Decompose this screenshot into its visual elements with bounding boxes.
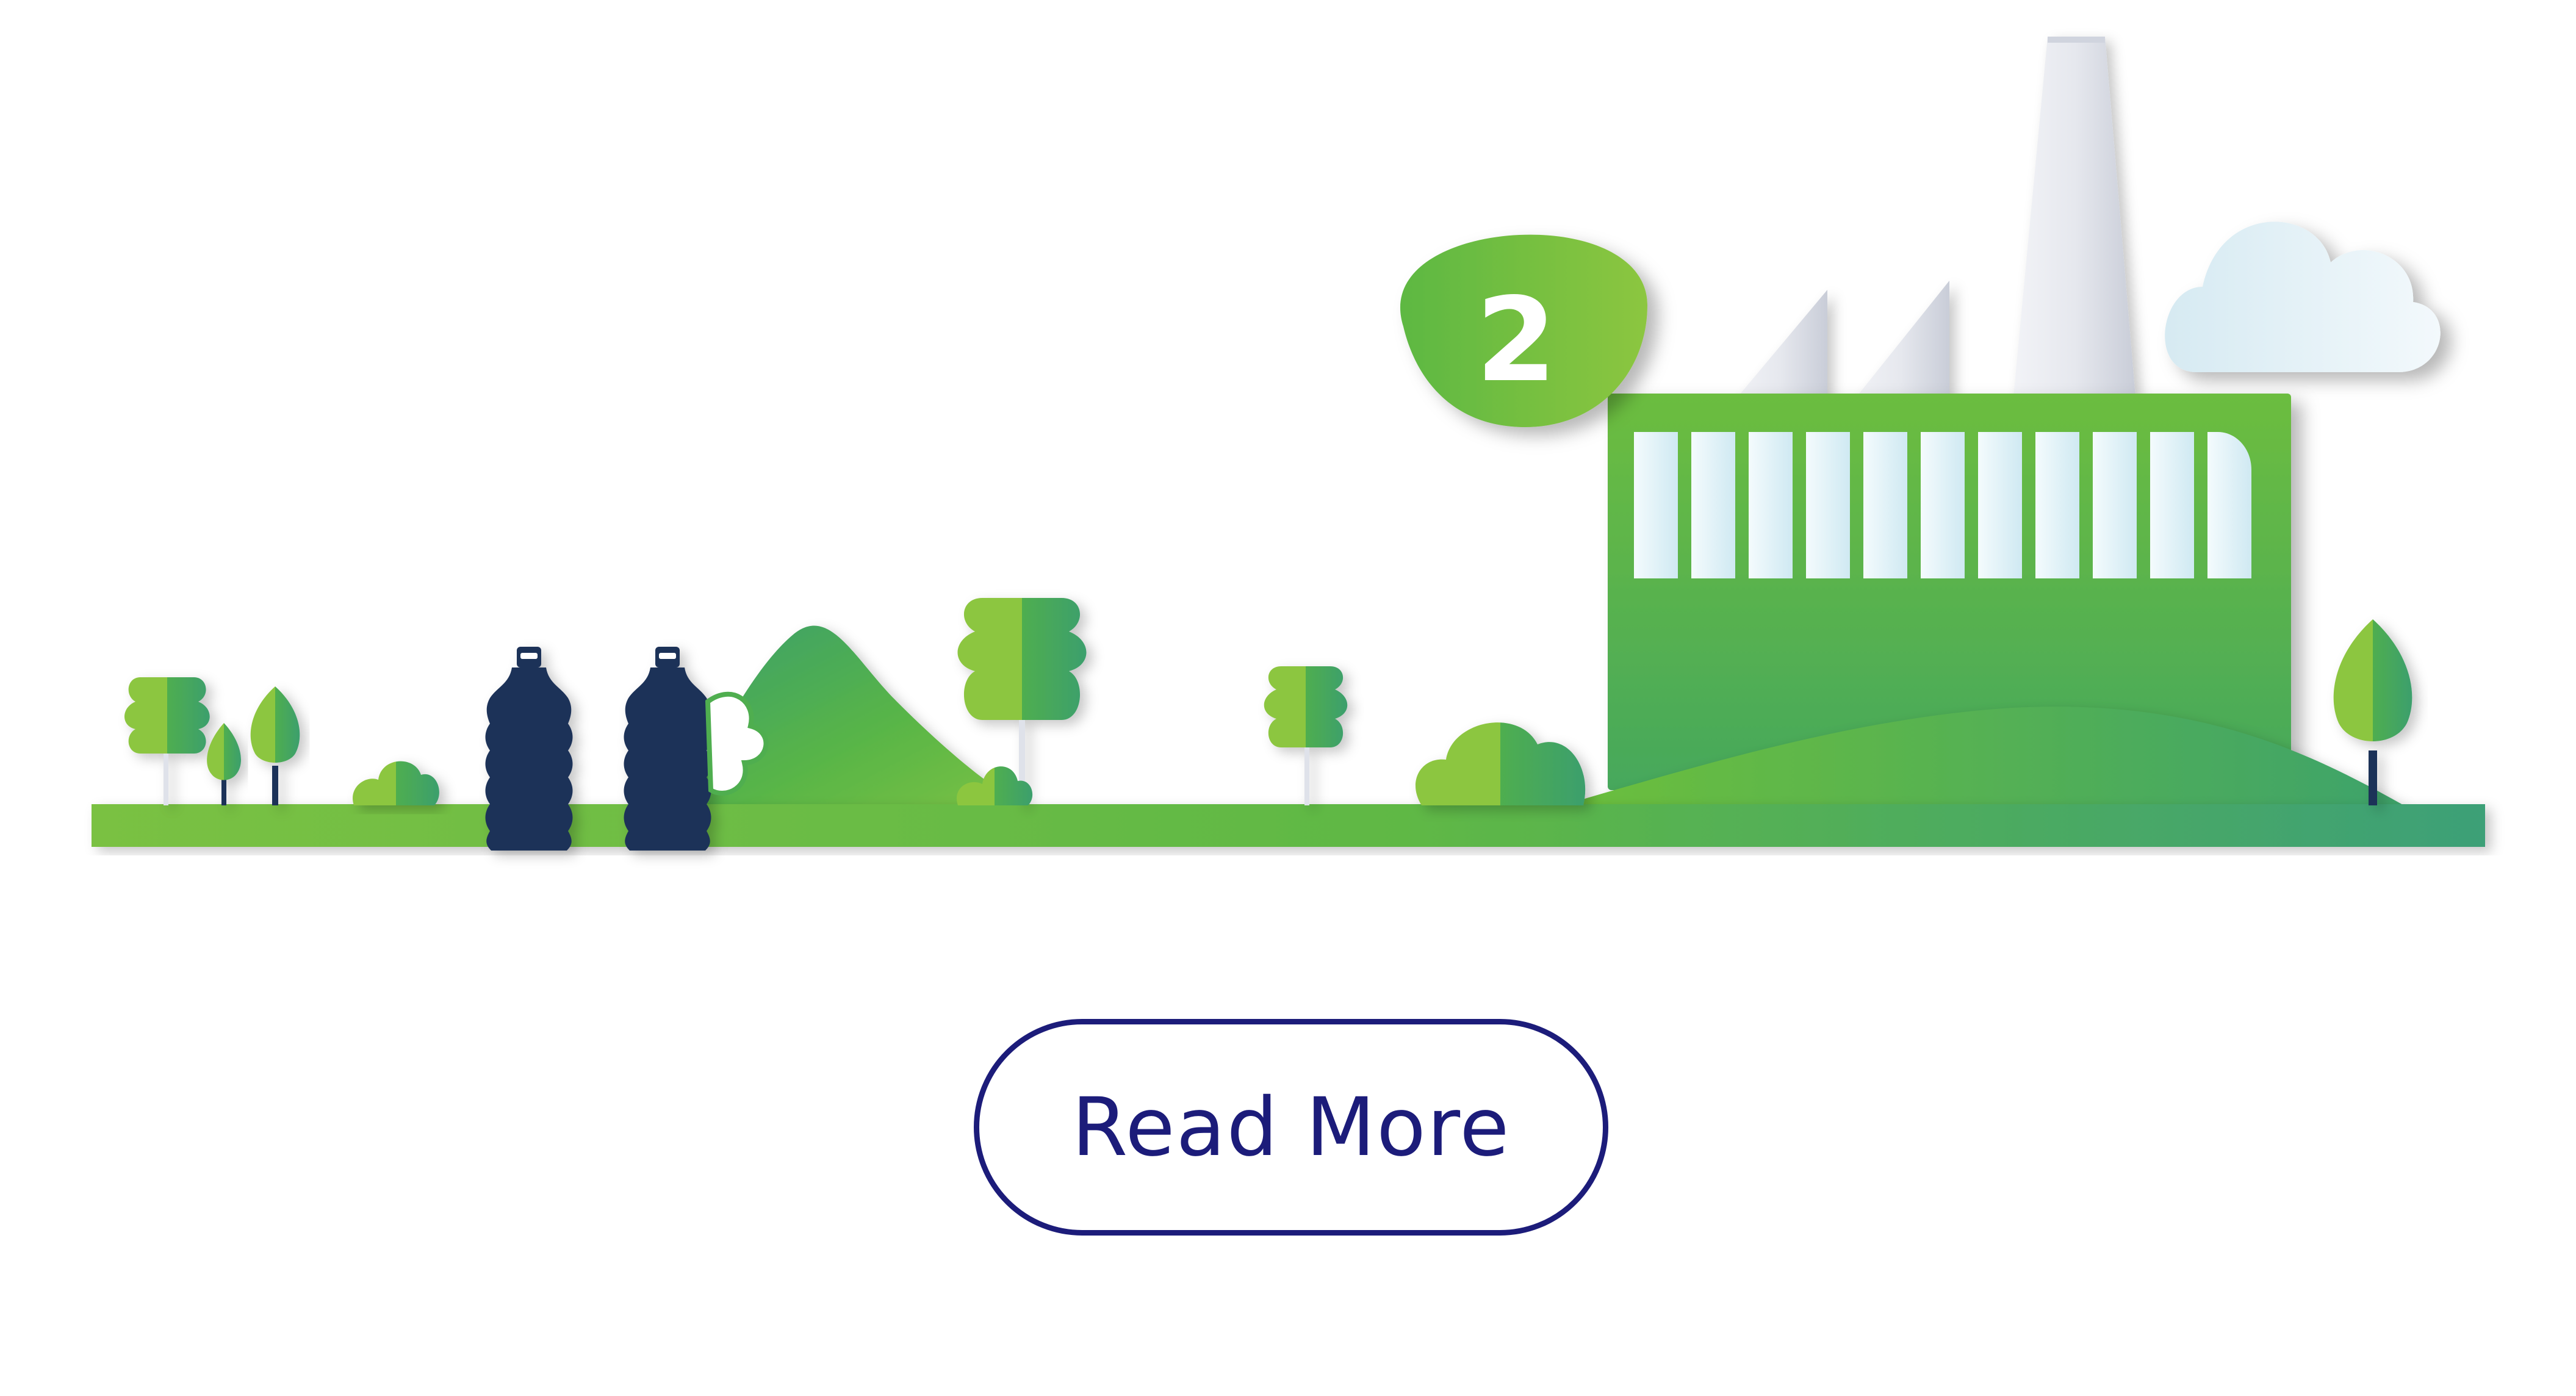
hill-icon [683,625,1025,805]
cloud-icon [2165,221,2441,372]
tree-icon [250,686,300,805]
tree-icon [2333,619,2412,805]
front-hill [1562,707,2404,805]
water-bottle-icon [485,647,573,851]
tree-icon [1264,666,1348,805]
water-bottle-icon [624,647,711,851]
step-badge-icon [1400,234,1647,427]
factory-windows [1634,432,2251,578]
bush-icon [353,761,439,805]
factory-roof [1733,281,1949,403]
step-number: 2 [1476,273,1556,408]
tree-icon [957,598,1087,805]
ground-strip [92,804,2485,847]
read-more-label: Read More [1071,1080,1511,1175]
read-more-button[interactable]: Read More [974,1019,1608,1236]
bush-icon [1415,722,1586,805]
factory-chimney [2013,37,2135,397]
tree-icon [124,677,210,805]
tree-icon [207,723,241,805]
bush-icon [705,691,769,796]
bush-icon [957,766,1033,805]
